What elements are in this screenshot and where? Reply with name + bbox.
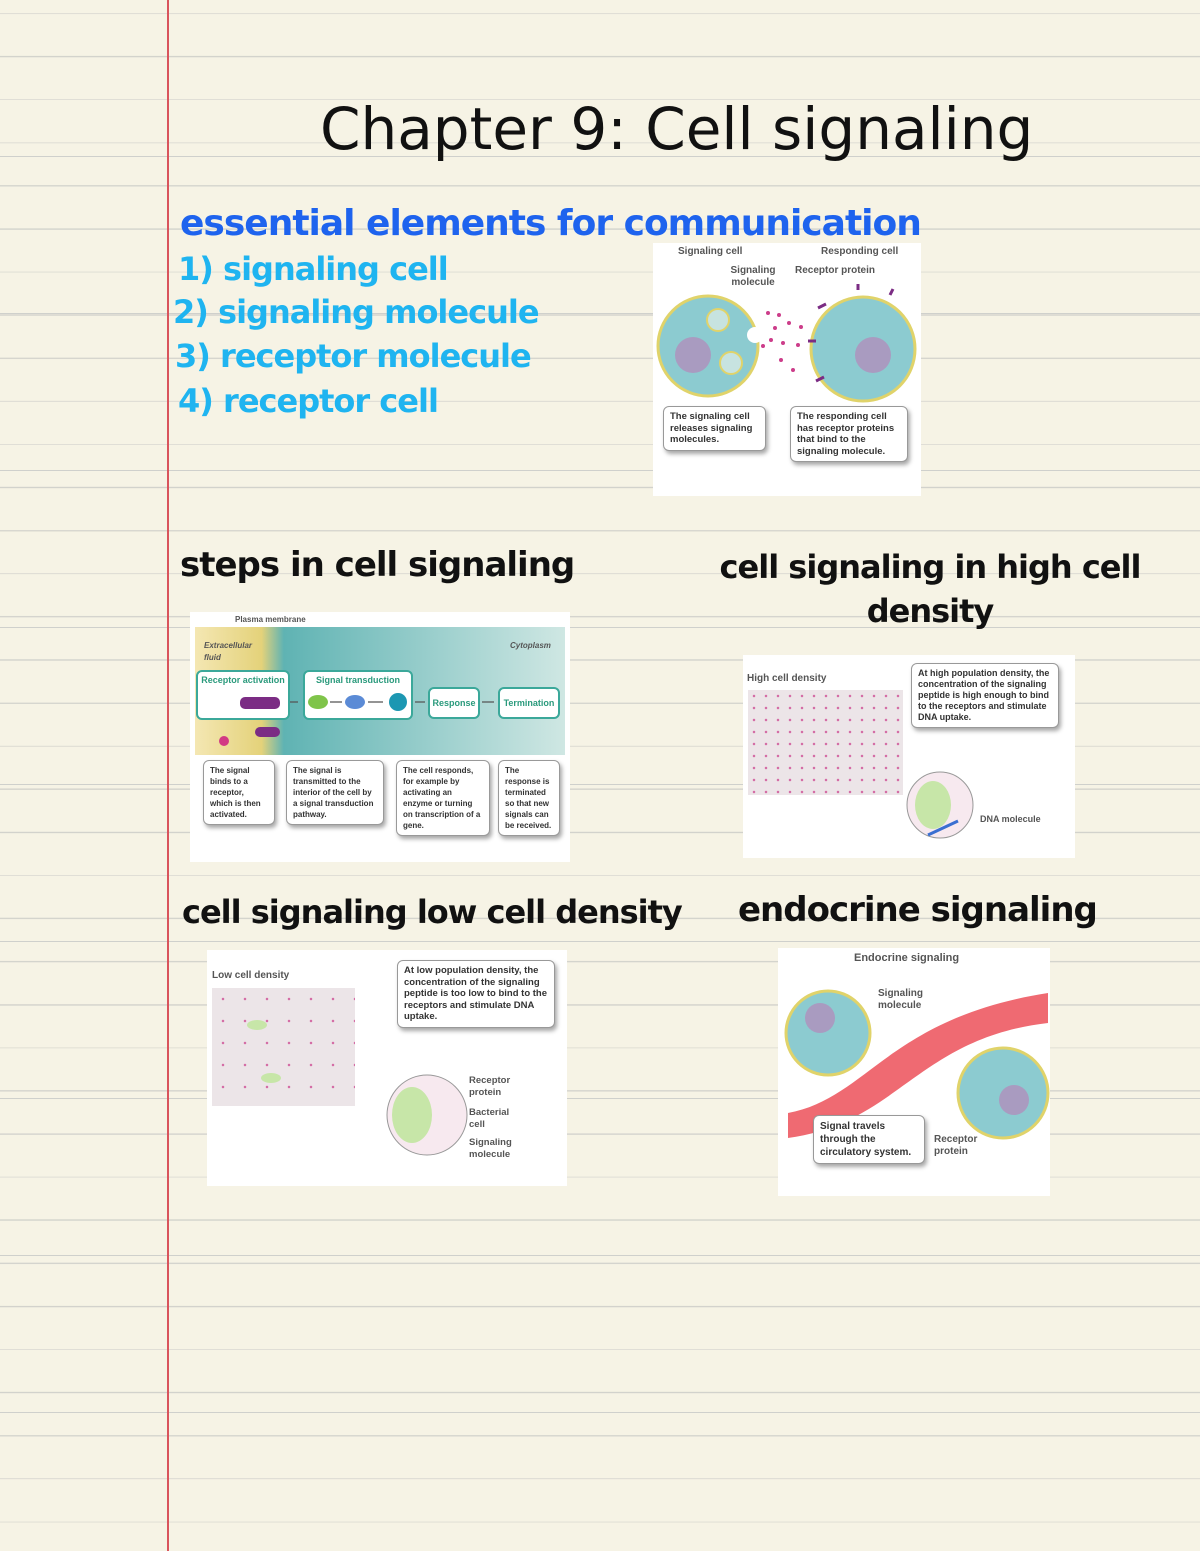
caption: Signal travels through the circulatory s… bbox=[813, 1115, 925, 1164]
label: Signaling molecule bbox=[878, 988, 923, 1011]
page-title: Chapter 9: Cell signaling bbox=[320, 95, 1034, 163]
label: Plasma membrane bbox=[235, 615, 306, 624]
label: Signaling molecule bbox=[469, 1137, 512, 1160]
label: Cytoplasm bbox=[510, 641, 551, 650]
essentials-item: 3) receptor molecule bbox=[175, 337, 532, 375]
essentials-item: 1) signaling cell bbox=[178, 250, 449, 288]
cells-illustration bbox=[656, 284, 917, 403]
figure-endocrine: Endocrine signaling Signaling molecule S… bbox=[778, 948, 1050, 1196]
step-box: Response bbox=[428, 687, 480, 719]
label: Low cell density bbox=[212, 970, 290, 981]
caption: The signaling cell releases signaling mo… bbox=[663, 406, 766, 451]
cell-field bbox=[748, 690, 903, 795]
low-density-heading: cell signaling low cell density bbox=[182, 893, 683, 931]
label: Signaling cell bbox=[678, 246, 743, 257]
high-density-heading: cell signaling in high cell density bbox=[719, 548, 1142, 630]
figure-steps: Plasma membrane Extracellular fluid Cyto… bbox=[190, 612, 570, 862]
zoom-circle bbox=[906, 771, 974, 839]
label: Endocrine signaling bbox=[854, 952, 960, 964]
essentials-item: 4) receptor cell bbox=[178, 382, 439, 420]
essentials-item: 2) signaling molecule bbox=[173, 293, 540, 331]
label: Signaling molecule bbox=[730, 265, 776, 288]
steps-arrows bbox=[219, 693, 494, 746]
caption: The responding cell has receptor protein… bbox=[790, 406, 908, 462]
caption: The response is terminated so that new s… bbox=[498, 760, 560, 836]
margin-line bbox=[167, 0, 169, 1551]
label: Receptor protein bbox=[934, 1134, 978, 1157]
endocrine-illustration bbox=[784, 989, 1050, 1140]
endocrine-heading: endocrine signaling bbox=[738, 890, 1098, 930]
label: DNA molecule bbox=[980, 814, 1041, 824]
caption: The signal is transmitted to the interio… bbox=[286, 760, 384, 825]
steps-heading: steps in cell signaling bbox=[180, 545, 575, 585]
cell-field bbox=[212, 988, 355, 1106]
label: Responding cell bbox=[821, 246, 899, 257]
caption: The cell responds, for example by activa… bbox=[396, 760, 490, 836]
figure-low-density: Low cell density At low population densi… bbox=[207, 950, 567, 1186]
label: Bacterial cell bbox=[469, 1107, 510, 1130]
figure-high-density: High cell density At high population den… bbox=[743, 655, 1075, 858]
caption: At high population density, the concentr… bbox=[911, 663, 1059, 728]
step-box: Signal transduction bbox=[303, 670, 413, 720]
label: High cell density bbox=[747, 673, 827, 684]
step-box: Termination bbox=[498, 687, 560, 719]
caption: At low population density, the concentra… bbox=[397, 960, 555, 1028]
figure-signaling-cells: Signaling cell Responding cell Signaling… bbox=[653, 243, 921, 496]
caption: The signal binds to a receptor, which is… bbox=[203, 760, 275, 825]
label: Receptor protein bbox=[795, 265, 876, 276]
label: Receptor protein bbox=[469, 1075, 511, 1098]
label: Extracellular fluid bbox=[204, 641, 253, 662]
zoom-circle bbox=[247, 1020, 468, 1156]
step-box: Receptor activation bbox=[196, 670, 290, 720]
essentials-heading: essential elements for communication bbox=[180, 203, 922, 244]
